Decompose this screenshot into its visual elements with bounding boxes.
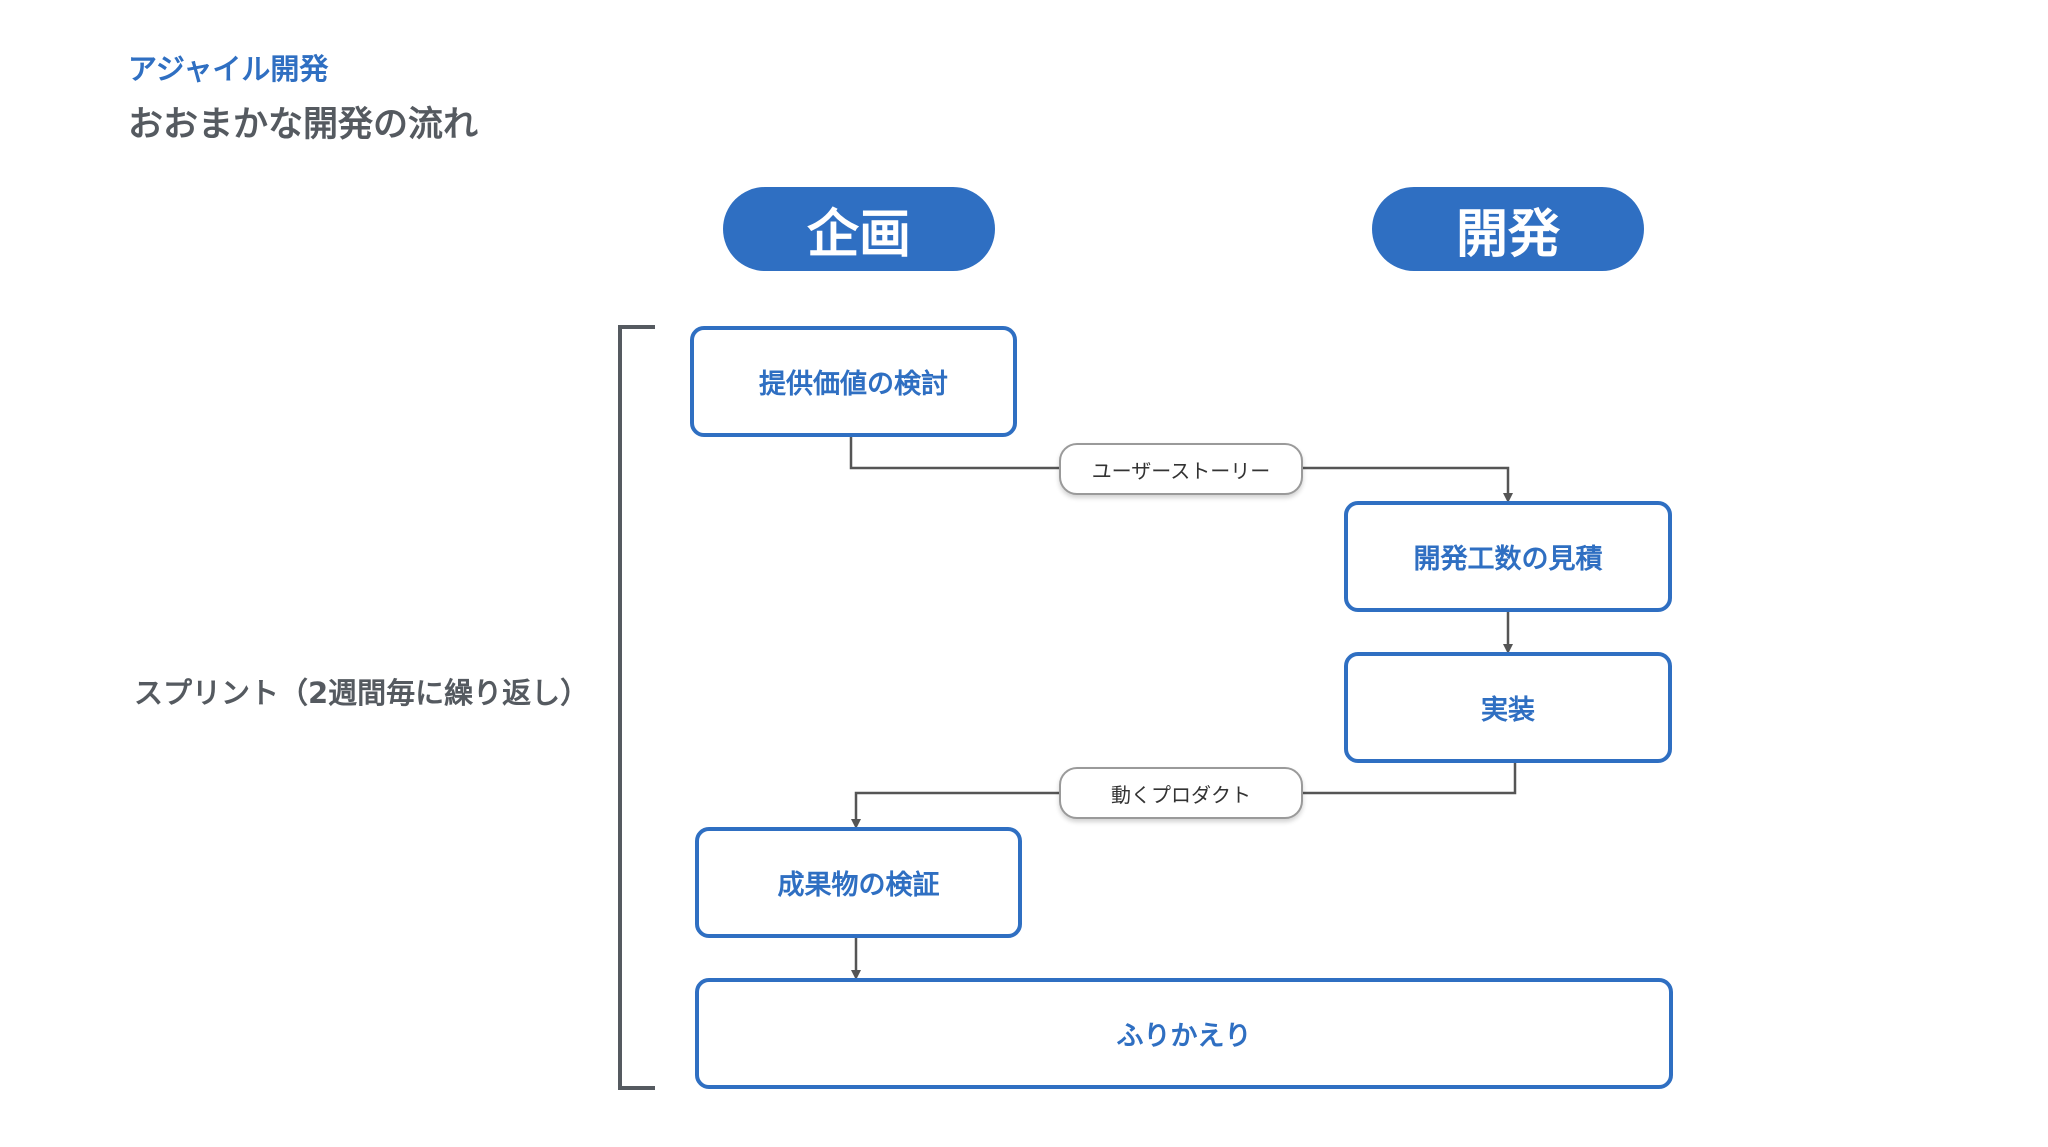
step-effort-estimate: 開発工数の見積 — [1344, 501, 1672, 612]
sprint-label: スプリント（2週間毎に繰り返し） — [134, 676, 590, 710]
sprint-bracket — [618, 325, 655, 1090]
step-retrospective: ふりかえり — [695, 978, 1673, 1089]
step-deliverable-review: 成果物の検証 — [695, 827, 1022, 938]
step-implementation: 実装 — [1344, 652, 1672, 763]
page-subtitle: アジャイル開発 — [128, 52, 329, 86]
development-column-header: 開発 — [1372, 187, 1644, 271]
artifact-working-product: 動くプロダクト — [1059, 767, 1303, 819]
page-title: おおまかな開発の流れ — [128, 105, 479, 145]
planning-column-header: 企画 — [723, 187, 995, 271]
artifact-user-story: ユーザーストーリー — [1059, 443, 1303, 495]
step-value-review: 提供価値の検討 — [690, 326, 1017, 437]
